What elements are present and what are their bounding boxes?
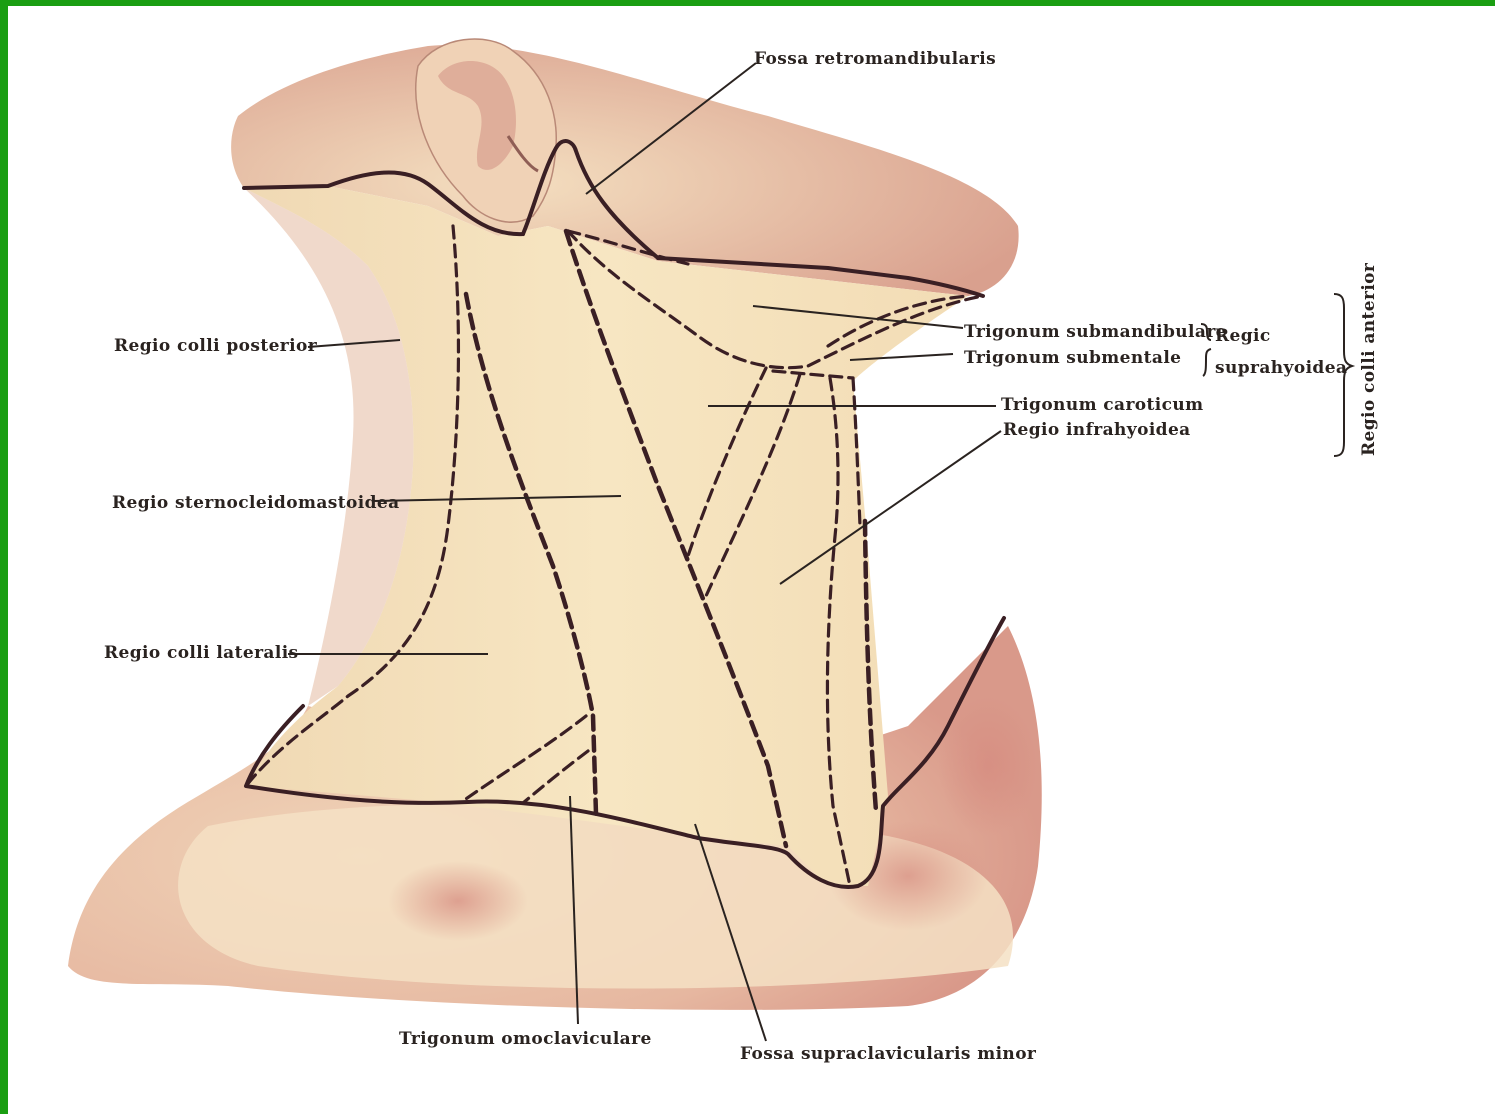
label-fossa-retromandibularis: Fossa retromandibularis	[754, 49, 996, 69]
label-trigonum-caroticum: Trigonum caroticum	[1001, 395, 1204, 415]
label-regio-sternocleidomastoidea: Regio sternocleidomastoidea	[112, 493, 400, 513]
label-regio-colli-posterior: Regio colli posterior	[114, 336, 318, 356]
label-trigonum-omoclaviculare: Trigonum omoclaviculare	[399, 1029, 652, 1049]
clavicle-shadow-left	[388, 861, 528, 941]
label-fossa-supraclavicularis-minor: Fossa supraclavicularis minor	[740, 1044, 1037, 1064]
label-trigonum-submentale: Trigonum submentale	[964, 348, 1181, 368]
label-regio-colli-lateralis: Regio colli lateralis	[104, 643, 299, 663]
label-trigonum-submandibulare: Trigonum submandibulare	[964, 322, 1227, 342]
brace-suprahyoidea	[1203, 349, 1211, 376]
label-regio-suprahyoidea-1: Regic	[1215, 326, 1271, 346]
label-regio-suprahyoidea-2: suprahyoidea	[1215, 358, 1347, 378]
label-regio-colli-anterior: Regio colli anterior	[1359, 262, 1379, 456]
label-regio-infrahyoidea: Regio infrahyoidea	[1003, 420, 1191, 440]
neck-regions-figure: Fossa retromandibularis Regio colli post…	[8, 6, 1495, 1120]
